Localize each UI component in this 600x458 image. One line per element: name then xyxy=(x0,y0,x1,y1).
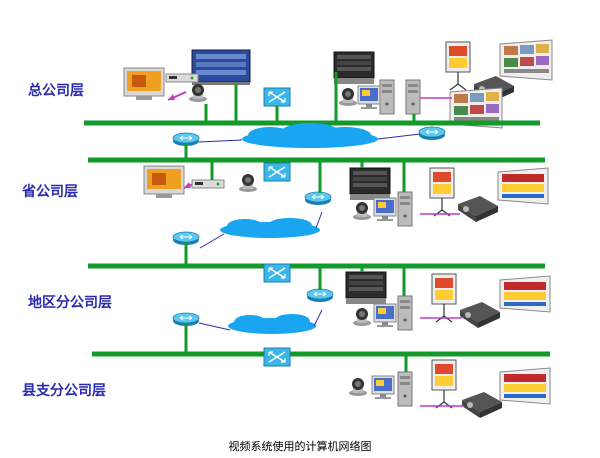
workstation-icon xyxy=(357,85,381,110)
slide-board-icon xyxy=(497,167,549,205)
network-cloud-icon xyxy=(228,314,316,334)
tower-server-icon xyxy=(397,191,413,227)
switch-icon xyxy=(263,347,291,367)
slide-board-icon xyxy=(499,275,551,313)
switch-icon xyxy=(263,162,291,182)
camera-icon xyxy=(353,308,371,326)
server-icon xyxy=(333,51,375,85)
tower-server-icon xyxy=(379,79,395,115)
server-icon xyxy=(345,271,387,305)
workstation-icon xyxy=(371,375,395,400)
network-cloud-icon xyxy=(242,123,378,148)
tower-server-icon xyxy=(405,79,421,115)
router-icon xyxy=(304,191,332,206)
workstation-icon xyxy=(373,197,397,222)
projection-screen-icon xyxy=(431,359,457,409)
tower-server-icon xyxy=(397,371,413,407)
diagram-caption: 视频系统使用的计算机网络图 xyxy=(228,440,372,453)
projection-screen-icon xyxy=(445,41,471,91)
server-icon xyxy=(349,167,391,201)
projection-screen-icon xyxy=(431,273,457,323)
codec-box-icon xyxy=(165,73,199,83)
router-icon xyxy=(306,288,334,303)
video-terminal-icon xyxy=(143,165,185,199)
codec-box-icon xyxy=(191,179,225,189)
network-cloud-icon xyxy=(220,218,320,238)
camera-icon xyxy=(339,88,357,106)
video-wall-icon xyxy=(499,39,553,81)
camera-icon xyxy=(189,84,207,102)
layer-label-hq: 总公司层 xyxy=(28,83,84,99)
projector-icon xyxy=(458,196,498,222)
slide-board-icon xyxy=(499,367,551,405)
projection-screen-icon xyxy=(429,167,455,217)
router-icon xyxy=(418,126,446,141)
mcu-rack-icon xyxy=(191,49,251,85)
camera-icon xyxy=(349,378,367,396)
video-terminal-icon xyxy=(123,67,165,101)
tower-server-icon xyxy=(397,295,413,331)
layer-label-county: 县支分公司层 xyxy=(22,383,106,399)
switch-icon xyxy=(263,263,291,283)
camera-icon xyxy=(353,202,371,220)
projector-icon xyxy=(460,302,500,328)
projector-icon xyxy=(462,392,502,418)
layer-label-region: 地区分公司层 xyxy=(28,295,112,311)
workstation-icon xyxy=(373,303,397,328)
switch-icon xyxy=(263,87,291,107)
camera-icon xyxy=(239,174,257,192)
layer-label-province: 省公司层 xyxy=(22,184,78,200)
